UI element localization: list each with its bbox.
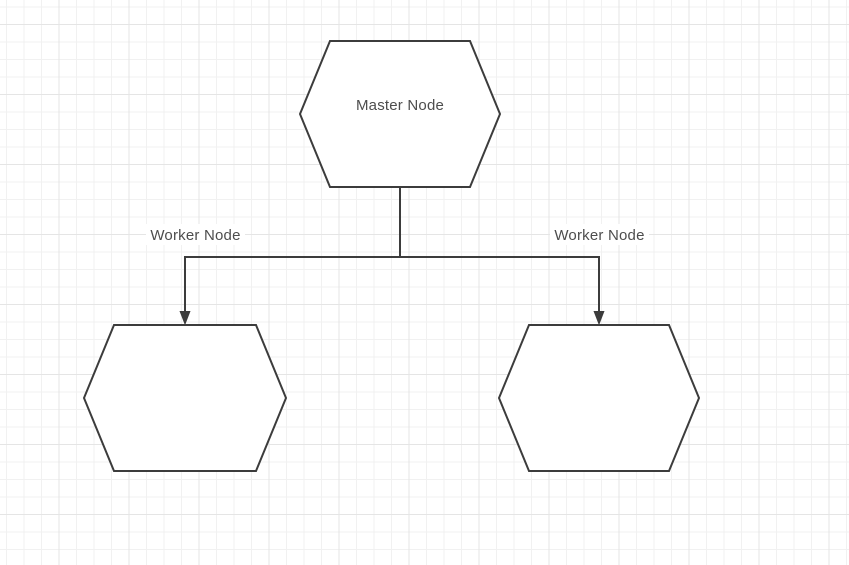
node-master[interactable]: Master Node <box>298 40 502 188</box>
edge-label-background <box>550 224 649 245</box>
node-label: Master Node <box>356 97 444 114</box>
edge-line <box>184 187 401 313</box>
hexagon-shape <box>298 40 502 188</box>
node-worker-right[interactable] <box>497 324 701 472</box>
hexagon-shape <box>82 324 288 472</box>
arrowhead-icon <box>593 311 605 326</box>
edge-master-to-worker-right[interactable]: Worker Node <box>400 224 649 326</box>
edge-master-to-worker-left[interactable]: Worker Node <box>146 187 401 326</box>
edge-label-background <box>146 224 245 245</box>
node-worker-left[interactable] <box>82 324 288 472</box>
arrowhead-icon <box>179 311 191 326</box>
edge-label: Worker Node <box>554 227 644 244</box>
edge-line <box>400 256 600 313</box>
hexagon-shape <box>497 324 701 472</box>
edge-label: Worker Node <box>150 227 240 244</box>
